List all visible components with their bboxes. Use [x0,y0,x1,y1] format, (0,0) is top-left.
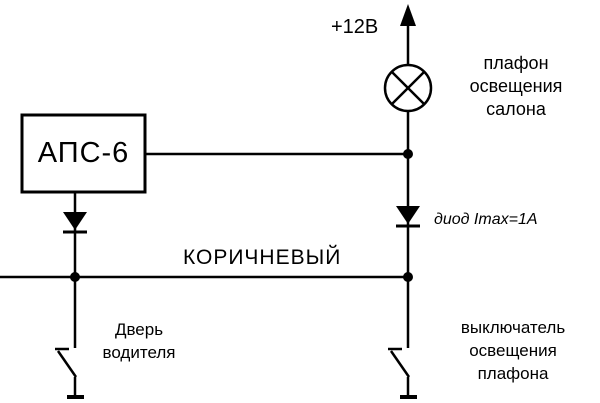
door-switch-caption: Дверь водителя [102,320,176,362]
lamp-cross-line-2 [390,70,426,106]
unit-label: АПС-6 [37,137,130,169]
diode-caption: диод Imax=1А [434,211,538,228]
supply-voltage-label: +12В [331,16,379,38]
lamp-caption: плафон освещения салона [469,53,563,119]
left-switch-blade [56,350,78,378]
wire-color-label: КОРИЧНЕВЫЙ [183,246,342,269]
left-diode-symbol [63,212,87,230]
junction-dot-right [403,272,413,282]
supply-arrow-icon [400,4,416,26]
dome-switch-caption: выключатель освещения плафона [460,318,566,383]
right-switch-blade [389,350,411,378]
junction-dot-left [70,272,80,282]
junction-dot-top [403,149,413,159]
right-diode-symbol [396,206,420,224]
